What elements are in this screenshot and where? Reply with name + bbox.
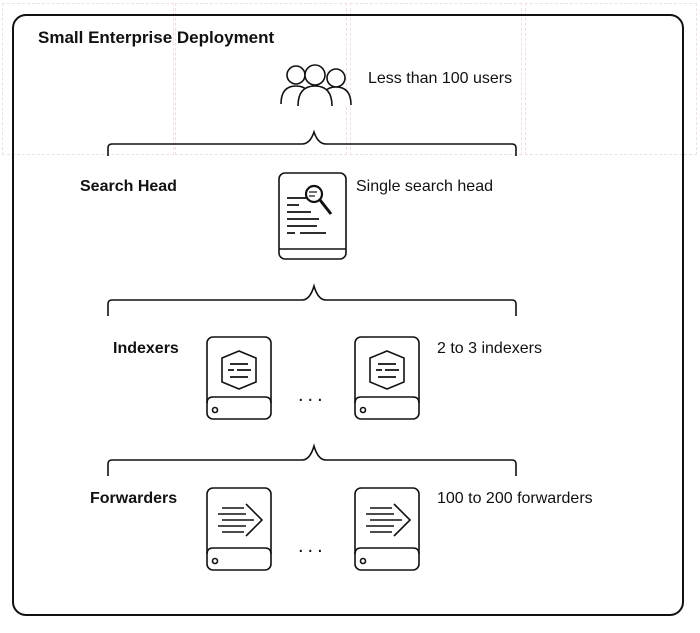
indexers-label: Indexers — [113, 340, 179, 357]
search-head-label: Search Head — [80, 178, 177, 195]
indexer-icon-1 — [206, 336, 272, 420]
indexers-ellipsis: ... — [298, 384, 327, 406]
brace-users — [107, 129, 517, 156]
ghost-thumbnail-3 — [350, 3, 522, 155]
users-count-label: Less than 100 users — [368, 70, 513, 87]
indexers-desc: 2 to 3 indexers — [437, 340, 542, 357]
indexer-icon-2 — [354, 336, 420, 420]
forwarders-ellipsis: ... — [298, 535, 327, 557]
deployment-frame — [12, 14, 684, 616]
forwarders-label: Forwarders — [90, 490, 178, 507]
search-head-desc: Single search head — [356, 178, 493, 195]
users-icon — [280, 64, 352, 107]
ghost-thumbnail-4 — [525, 3, 697, 155]
brace-search-head — [107, 283, 517, 316]
forwarder-icon-1 — [206, 487, 272, 571]
forwarder-icon-2 — [354, 487, 420, 571]
brace-indexers — [107, 443, 517, 476]
forwarders-desc: 100 to 200 forwarders — [437, 490, 593, 507]
search-head-icon — [278, 172, 347, 260]
ghost-thumbnail-2 — [175, 3, 347, 155]
diagram-title: Small Enterprise Deployment — [38, 28, 275, 47]
ghost-thumbnail-1 — [2, 3, 174, 155]
